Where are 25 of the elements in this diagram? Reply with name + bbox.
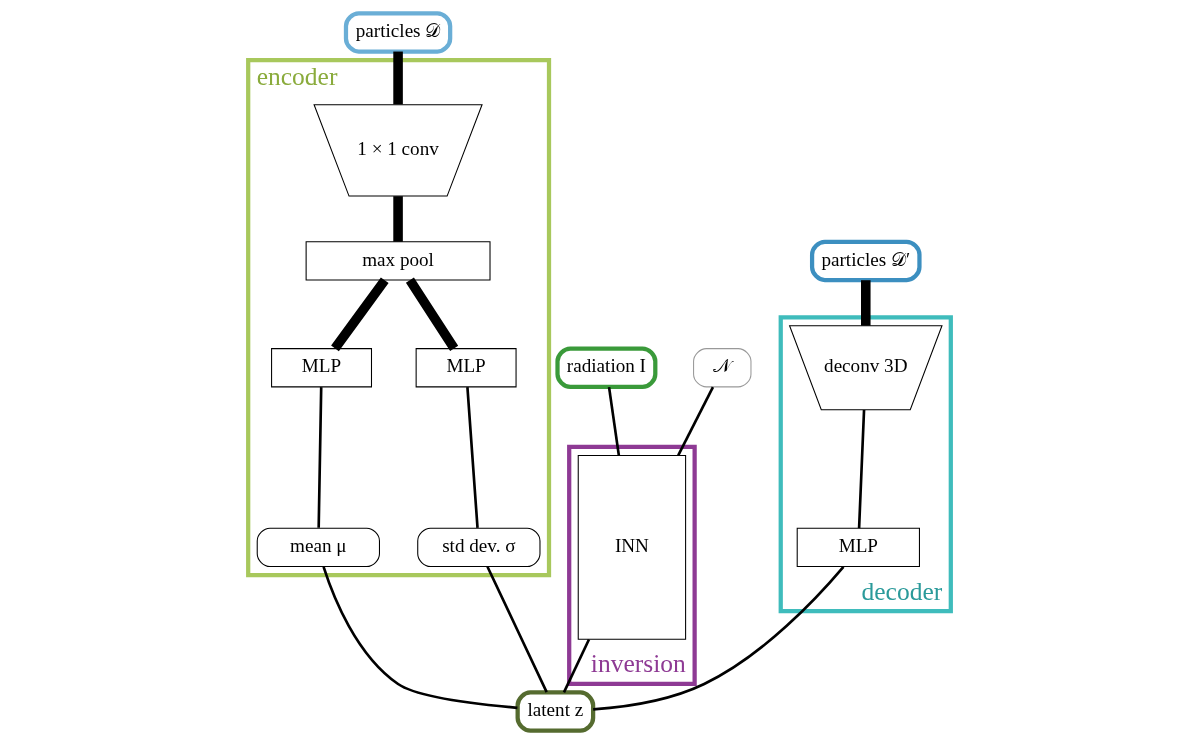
- connector: [677, 386, 715, 456]
- connector: [393, 195, 403, 242]
- connector: [861, 279, 871, 326]
- node-box: 𝒩: [693, 347, 752, 387]
- node-box: radiation I: [555, 346, 658, 389]
- connector: [857, 409, 866, 528]
- connector: [331, 276, 389, 351]
- node-box: latent z: [515, 689, 596, 733]
- node-box: max pool: [305, 240, 491, 281]
- node-box: MLP: [415, 347, 517, 387]
- node-box: MLP: [796, 527, 920, 567]
- node-box: MLP: [271, 347, 373, 387]
- node-box: mean μ: [256, 527, 380, 567]
- connector: [317, 386, 323, 528]
- connector: [466, 386, 479, 528]
- node-box: particles 𝒟′: [809, 239, 922, 282]
- connector: [562, 638, 591, 693]
- node-box: INN: [577, 454, 687, 640]
- connector: [593, 565, 845, 711]
- connector: [393, 51, 403, 104]
- node-box: particles 𝒟: [343, 10, 453, 54]
- connector: [607, 386, 621, 456]
- node-box: std dev. σ: [417, 527, 541, 567]
- connector: [405, 277, 459, 351]
- connector: [486, 565, 548, 693]
